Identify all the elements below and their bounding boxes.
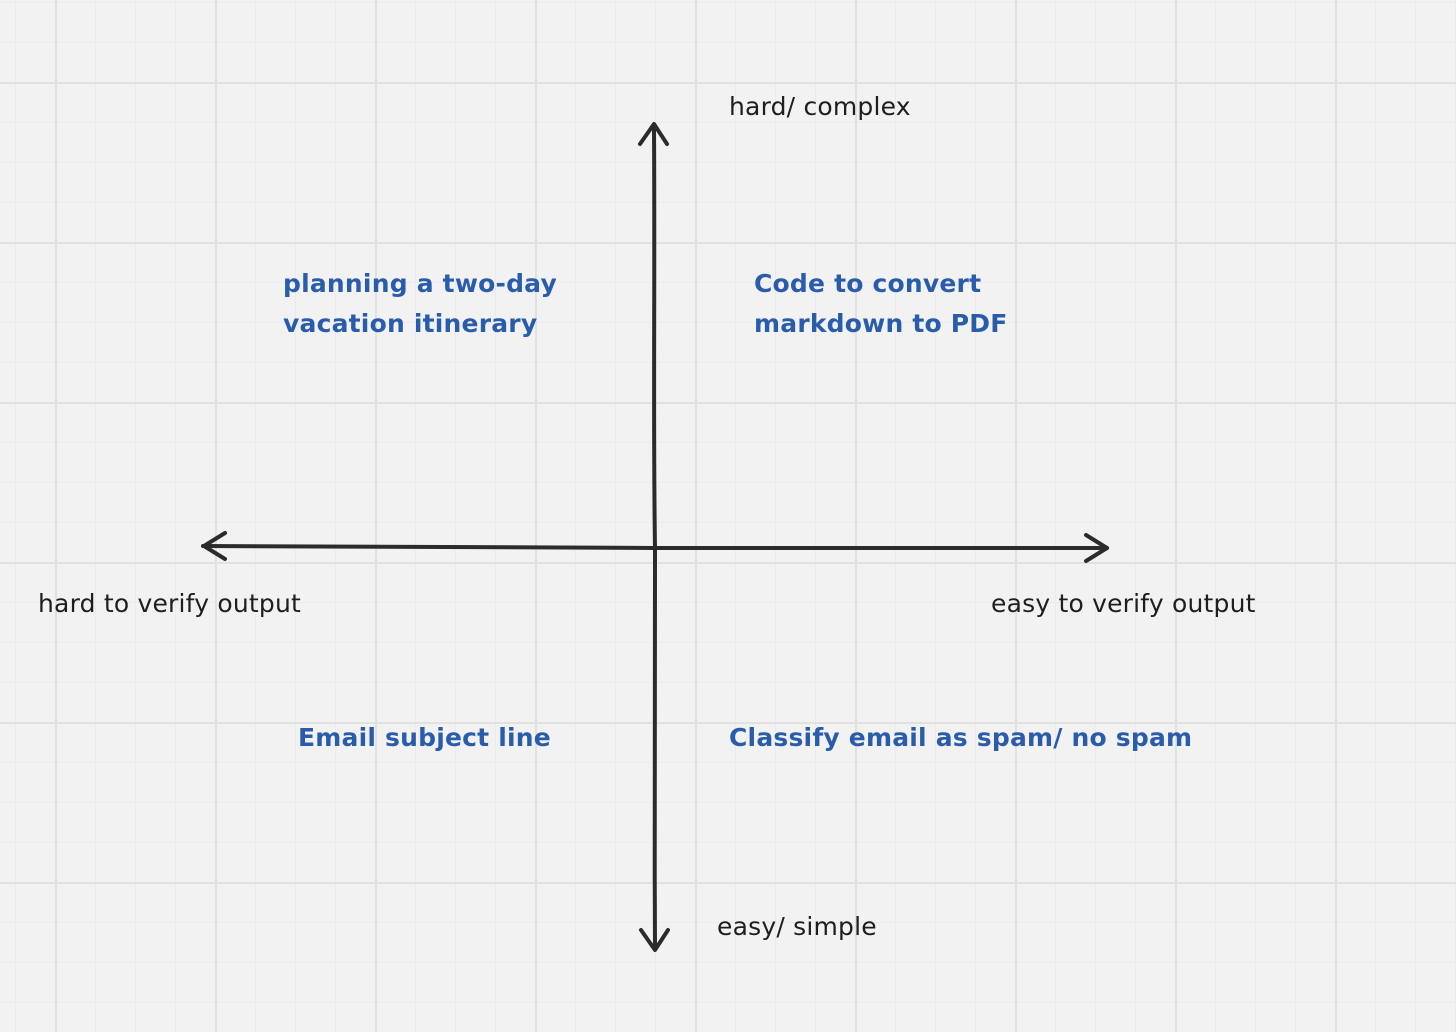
quadrant-item-bottom-right: Classify email as spam/ no spam [729,723,1193,752]
axis-label-bottom: easy/ simple [717,912,877,941]
horizontal-axis-line [201,544,1109,551]
quadrant-item-bottom-left: Email subject line [298,723,551,752]
vertical-axis-arrowhead-down [639,928,670,952]
horizontal-axis [201,531,1109,563]
vertical-axis [638,122,670,952]
horizontal-axis-arrowhead-left [202,531,227,561]
vertical-axis-line [652,124,658,950]
quadrant-item-top-right: Code to convert markdown to PDF [754,269,1008,338]
vertical-axis-arrowhead-up [638,122,669,146]
quadrant-item-top-left: planning a two-day vacation itinerary [283,269,557,338]
horizontal-axis-arrowhead-right [1084,533,1109,563]
axis-label-left: hard to verify output [38,589,302,618]
axis-label-right: easy to verify output [991,589,1256,618]
axis-label-top: hard/ complex [729,92,911,121]
